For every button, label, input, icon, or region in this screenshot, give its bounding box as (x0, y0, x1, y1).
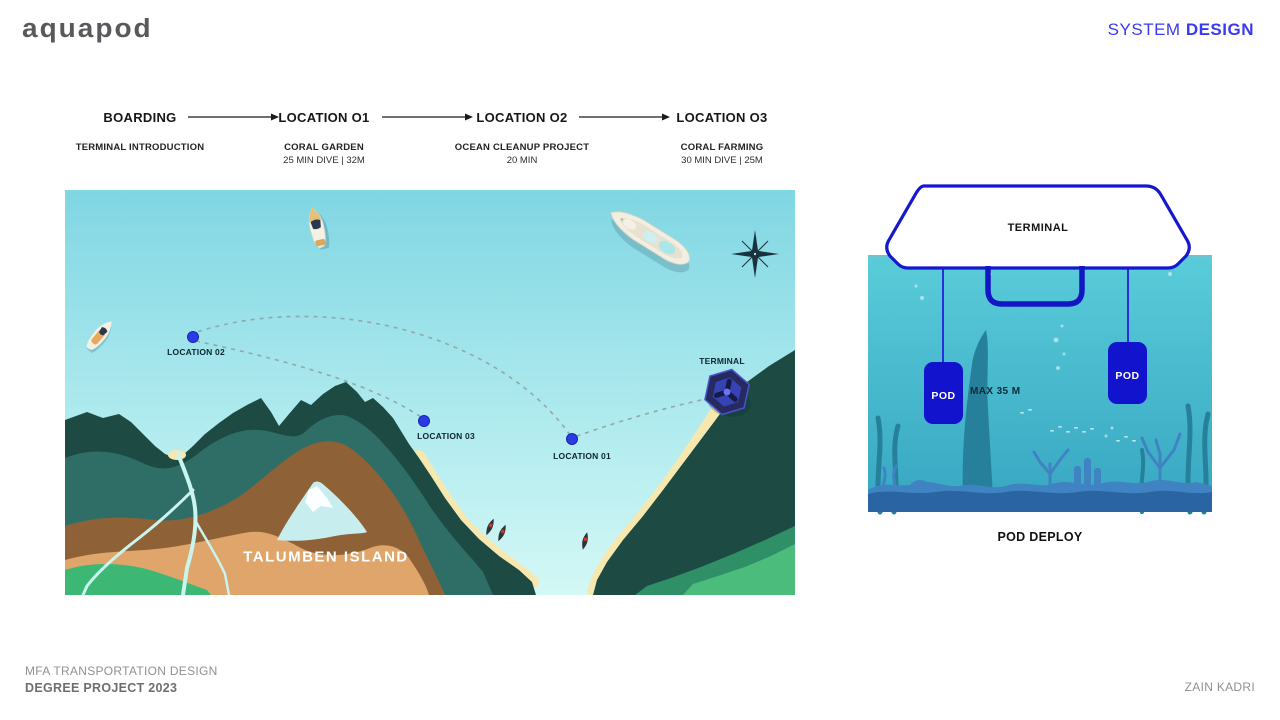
pod-deploy-caption: POD DEPLOY (997, 530, 1083, 544)
footer-program: MFA TRANSPORTATION DESIGN (25, 664, 218, 678)
location-02-marker (187, 331, 199, 343)
step-detail-1: OCEAN CLEANUP PROJECT (454, 142, 590, 153)
map-terminal-label: TERMINAL (699, 356, 745, 366)
step-label: BOARDING (103, 110, 177, 125)
step-detail-2: 30 MIN DIVE | 25M (681, 155, 763, 166)
step-label: LOCATION O2 (476, 110, 568, 125)
flow-arrow-icon (188, 113, 279, 121)
speedboat-icon (308, 206, 330, 250)
terminal-structure: TERMINAL (885, 184, 1191, 270)
pod-right-label: POD (1115, 370, 1139, 382)
step-label: LOCATION O3 (676, 110, 768, 125)
location-03-label: LOCATION 03 (417, 431, 475, 441)
yacht-icon (610, 211, 690, 273)
lagoon (277, 481, 367, 541)
brand-logo: aquapod (22, 14, 153, 43)
itinerary-step-location-o3: LOCATION O3 CORAL FARMING 30 MIN DIVE | … (627, 110, 817, 166)
pod-deploy-diagram: TERMINAL POD POD MAX 35 M (868, 184, 1212, 515)
max-depth-label: MAX 35 M (970, 386, 1020, 397)
small-boat-icon (86, 321, 112, 353)
coral-reef (868, 432, 1212, 512)
footer-credits: MFA TRANSPORTATION DESIGN DEGREE PROJECT… (25, 663, 218, 697)
page-title-regular: SYSTEM (1107, 20, 1181, 39)
pod-right: POD (1108, 342, 1147, 404)
canoe-icon (498, 524, 506, 542)
island-name-label: TALUMBEN ISLAND (243, 548, 409, 566)
location-02-label: LOCATION 02 (167, 347, 225, 357)
step-detail-1: TERMINAL INTRODUCTION (75, 142, 205, 153)
mountain-peak (305, 486, 333, 512)
itinerary-step-boarding: BOARDING TERMINAL INTRODUCTION (45, 110, 235, 155)
step-label: LOCATION O1 (278, 110, 370, 125)
page-title: SYSTEM DESIGN (1108, 20, 1254, 40)
moon-pool (985, 266, 1085, 307)
location-01-marker (566, 433, 578, 445)
pod-left-label: POD (931, 390, 955, 402)
footer-project: DEGREE PROJECT 2023 (25, 681, 178, 695)
fish-school (1020, 409, 1136, 442)
canoe-icon (486, 518, 494, 536)
flow-arrow-icon (382, 113, 473, 121)
location-01-label: LOCATION 01 (553, 451, 611, 461)
step-detail-2: 25 MIN DIVE | 32M (283, 155, 365, 166)
flow-arrow-icon (579, 113, 670, 121)
itinerary-step-location-o1: LOCATION O1 CORAL GARDEN 25 MIN DIVE | 3… (229, 110, 419, 166)
step-detail-1: CORAL GARDEN (284, 142, 364, 153)
canoe-icon (582, 532, 588, 550)
page-title-bold: DESIGN (1185, 20, 1254, 39)
rivers (81, 452, 231, 595)
itinerary-step-location-o2: LOCATION O2 OCEAN CLEANUP PROJECT 20 MIN (427, 110, 617, 166)
island-map (65, 190, 795, 595)
step-detail-1: CORAL FARMING (680, 142, 764, 153)
seabed (868, 490, 1212, 512)
step-detail-2: 20 MIN (506, 155, 538, 166)
mainland-coast (593, 350, 795, 595)
terminal-hexagon-icon (704, 368, 751, 418)
island-talumben (65, 382, 536, 595)
pod-left: POD (924, 362, 963, 424)
terminal-structure-label: TERMINAL (1008, 222, 1069, 234)
location-03-marker (418, 415, 430, 427)
compass-rose-icon (731, 230, 779, 278)
footer-author: ZAIN KADRI (1184, 680, 1255, 694)
